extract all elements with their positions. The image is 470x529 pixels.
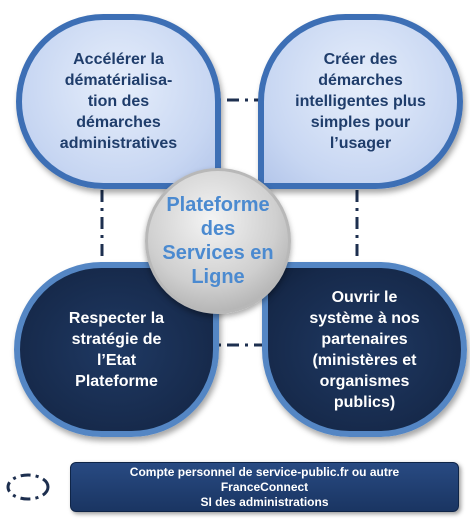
petal-top-right-label: Créer des démarches intelligentes plus s… <box>295 51 426 152</box>
petal-bottom-right: Ouvrir le système à nos partenaires (min… <box>262 262 467 437</box>
petal-bottom-left-label: Respecter la stratégie de l’Etat Platefo… <box>68 309 165 390</box>
petal-top-left-label: Accélérer la dématérialisa- tion des dém… <box>59 51 178 152</box>
center-circle: Plateforme des Services en Ligne <box>145 168 291 314</box>
petal-top-left: Accélérer la dématérialisa- tion des dém… <box>16 14 221 189</box>
center-label: Plateforme des Services en Ligne <box>162 194 274 288</box>
legend-box: Compte personnel de service-public.fr ou… <box>70 462 459 512</box>
dashed-link-legend-icon <box>6 473 50 501</box>
petal-bottom-right-label: Ouvrir le système à nos partenaires (min… <box>309 288 420 411</box>
legend-text: Compte personnel de service-public.fr ou… <box>129 464 400 509</box>
petal-top-right: Créer des démarches intelligentes plus s… <box>258 14 463 189</box>
